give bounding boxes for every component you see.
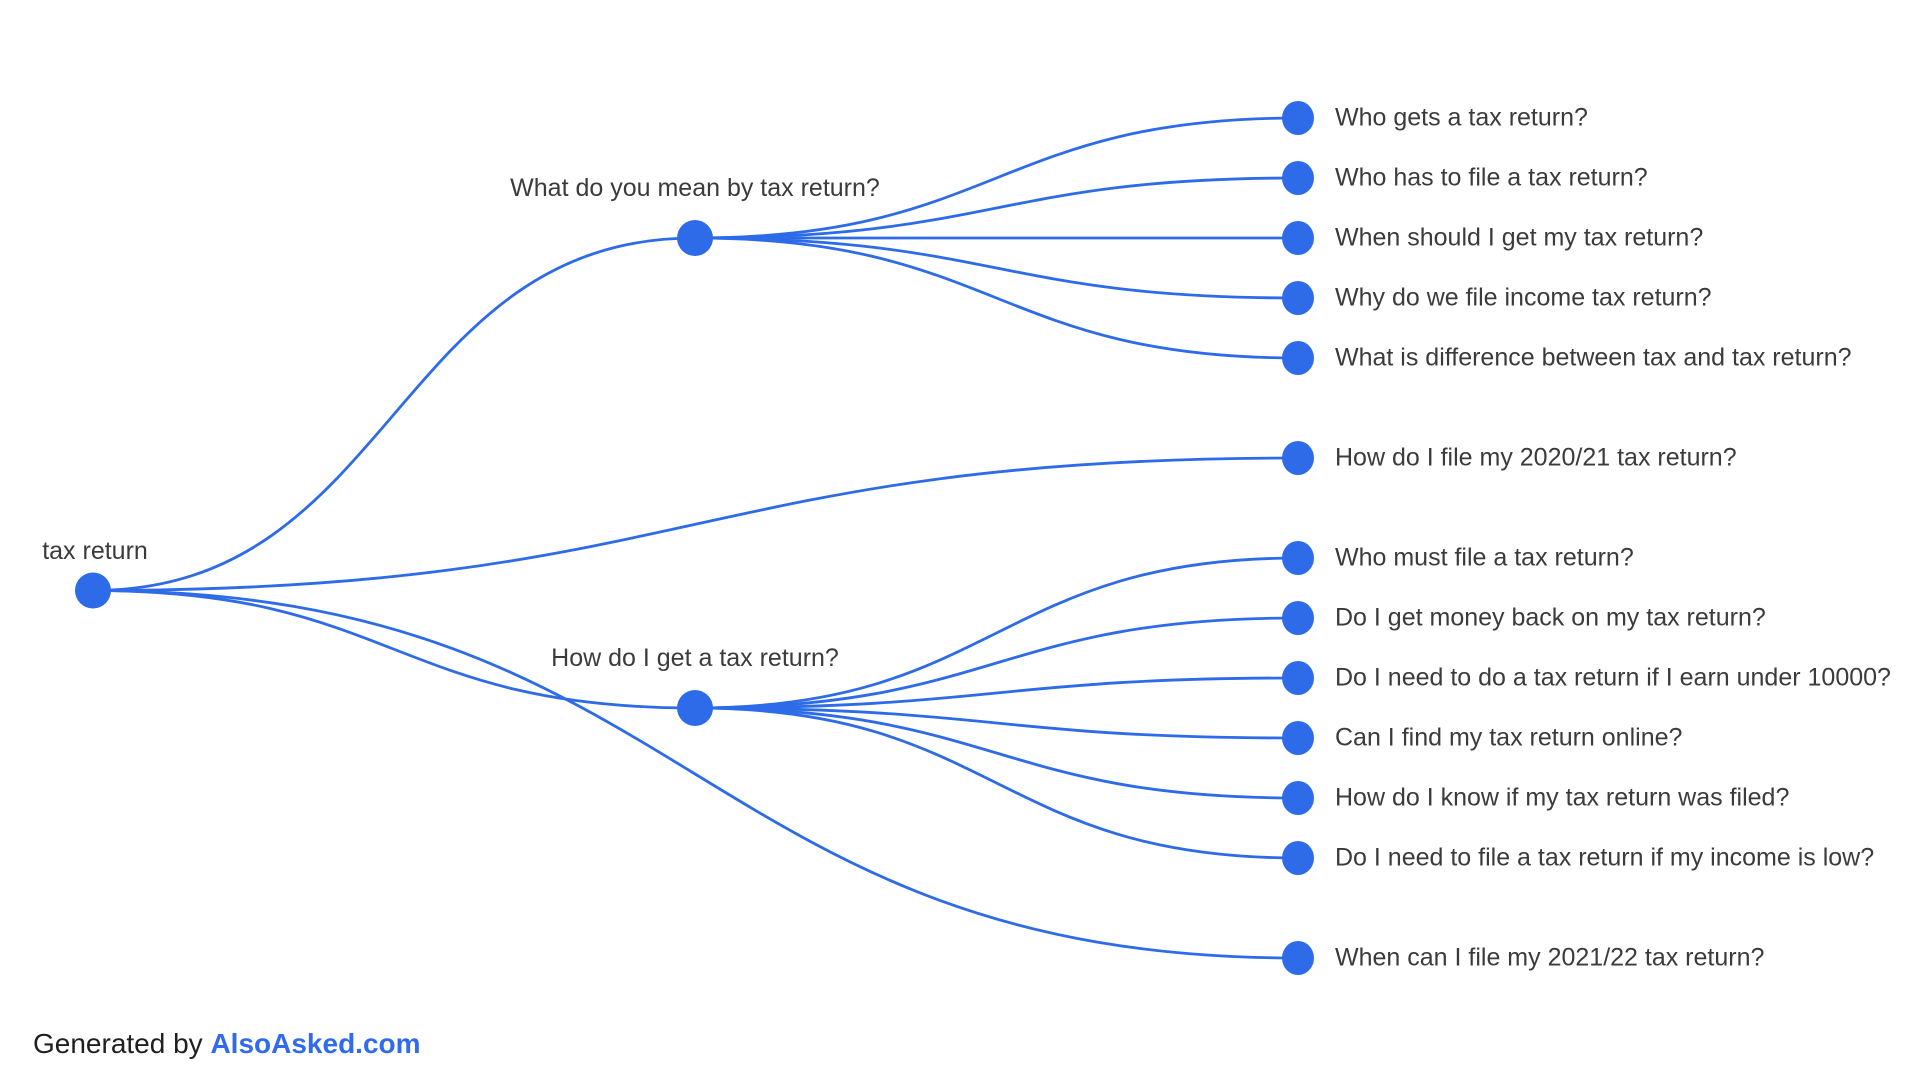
mindmap-node-leaf — [1282, 221, 1314, 255]
mindmap-node-leaf — [1282, 541, 1314, 575]
mindmap-link — [92, 456, 1299, 592]
root-label: tax return — [42, 536, 148, 565]
mindmap-link — [92, 589, 1299, 960]
leaf-question-label: How do I file my 2020/21 tax return? — [1335, 443, 1737, 472]
mindmap-node-leaf — [1282, 161, 1314, 195]
mindmap-link — [694, 676, 1299, 710]
mindmap-node-leaf — [1282, 661, 1314, 695]
mindmap-link — [694, 706, 1299, 740]
mindmap-node-leaf — [1282, 721, 1314, 755]
alsoasked-brand-link[interactable]: AlsoAsked.com — [210, 1028, 421, 1059]
branch-question-label: What do you mean by tax return? — [510, 174, 880, 202]
mindmap-node-leaf — [1282, 781, 1314, 815]
mindmap-node-leaf — [1282, 941, 1314, 975]
mindmap-link — [694, 176, 1299, 240]
leaf-question-label: Can I find my tax return online? — [1335, 723, 1683, 752]
mindmap-node-leaf — [1282, 841, 1314, 875]
mindmap-node-leaf — [1282, 441, 1314, 475]
leaf-question-label: Do I get money back on my tax return? — [1335, 603, 1766, 632]
mindmap-link — [694, 556, 1299, 710]
mindmap-link — [694, 616, 1299, 710]
mindmap-link — [694, 706, 1299, 800]
mindmap-node-leaf — [1282, 341, 1314, 375]
mindmap-link — [694, 116, 1299, 240]
leaf-question-label: Do I need to do a tax return if I earn u… — [1335, 663, 1891, 692]
mindmap-node-leaf — [1282, 101, 1314, 135]
mindmap-node-branch — [677, 690, 713, 726]
leaf-question-label: Who has to file a tax return? — [1335, 163, 1648, 192]
mindmap-link — [694, 236, 1299, 360]
footer-attribution: Generated by AlsoAsked.com — [33, 1028, 421, 1060]
branch-question-label: How do I get a tax return? — [551, 644, 839, 672]
leaf-question-label: Why do we file income tax return? — [1335, 283, 1712, 312]
mindmap-link — [694, 706, 1299, 860]
leaf-question-label: Do I need to file a tax return if my inc… — [1335, 843, 1875, 872]
leaf-question-label: When should I get my tax return? — [1335, 223, 1704, 252]
mindmap-node-leaf — [1282, 601, 1314, 635]
footer-generated-by-text: Generated by — [33, 1028, 203, 1059]
mindmap-node-leaf — [1282, 281, 1314, 315]
mindmap-node-branch — [677, 220, 713, 256]
leaf-question-label: Who must file a tax return? — [1335, 543, 1634, 572]
leaf-question-label: What is difference between tax and tax r… — [1335, 343, 1852, 372]
mindmap-link — [92, 236, 696, 592]
mindmap-link — [694, 236, 1299, 300]
leaf-question-label: Who gets a tax return? — [1335, 103, 1588, 132]
leaf-question-label: When can I file my 2021/22 tax return? — [1335, 943, 1765, 972]
leaf-question-label: How do I know if my tax return was filed… — [1335, 783, 1790, 812]
mindmap-link — [92, 589, 696, 710]
mindmap-node-root — [75, 572, 111, 609]
